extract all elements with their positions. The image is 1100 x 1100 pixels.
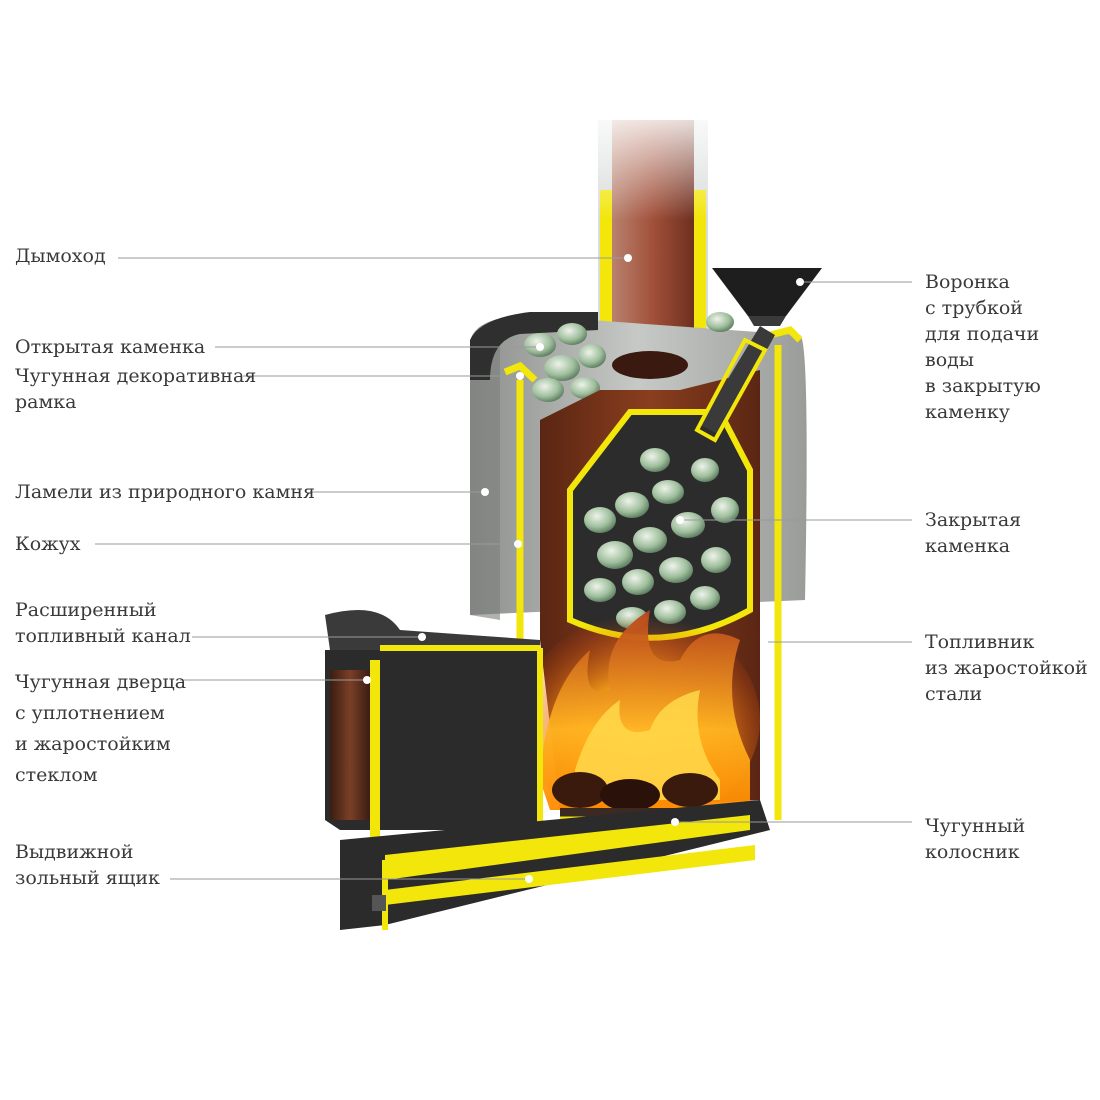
- label-line: Выдвижной: [15, 841, 134, 863]
- casing: [503, 326, 803, 820]
- fuel-channel-block: [325, 610, 543, 840]
- label-line: Открытая каменка: [15, 336, 206, 358]
- label-casing: Кожух: [15, 531, 81, 557]
- label-line: Кожух: [15, 533, 81, 555]
- label-firebox: Топливник из жаростойкой стали: [925, 629, 1088, 707]
- label-line: Чугунная дверца: [15, 671, 187, 693]
- fire: [520, 610, 760, 825]
- label-funnel: Воронка с трубкой для подачи воды в закр…: [925, 269, 1041, 425]
- label-line: и жаростойким: [15, 733, 171, 755]
- label-line: стеклом: [15, 764, 98, 786]
- label-stone-lamellas: Ламели из природного камня: [15, 479, 315, 505]
- leader-lines: [95, 254, 912, 883]
- label-line: Ламели из природного камня: [15, 481, 316, 503]
- label-line: Топливник: [925, 631, 1035, 653]
- label-line: воды: [925, 349, 974, 371]
- label-open-heater: Открытая каменка: [15, 334, 205, 360]
- chimney-pipe: [590, 100, 720, 400]
- label-line: Расширенный: [15, 599, 157, 621]
- label-line: колосник: [925, 841, 1020, 863]
- label-cast-door: Чугунная дверца с уплотнением и жаростой…: [15, 667, 186, 791]
- label-line: с трубкой: [925, 297, 1023, 319]
- label-line: Чугунный: [925, 815, 1026, 837]
- label-closed-heater: Закрытая каменка: [925, 507, 1021, 559]
- label-line: каменку: [925, 401, 1010, 423]
- label-line: в закрытую: [925, 375, 1041, 397]
- label-line: топливный канал: [15, 625, 191, 647]
- label-line: Закрытая: [925, 509, 1022, 531]
- label-line: стали: [925, 683, 983, 705]
- label-grate: Чугунный колосник: [925, 813, 1025, 865]
- label-line: с уплотнением: [15, 702, 165, 724]
- label-ash-box: Выдвижной зольный ящик: [15, 839, 160, 891]
- label-line: для подачи: [925, 323, 1040, 345]
- label-cast-frame: Чугунная декоративная рамка: [15, 363, 256, 415]
- label-line: Воронка: [925, 271, 1010, 293]
- label-line: зольный ящик: [15, 867, 160, 889]
- label-line: каменка: [925, 535, 1011, 557]
- water-funnel: [694, 268, 822, 443]
- label-line: рамка: [15, 391, 77, 413]
- label-chimney: Дымоход: [15, 243, 106, 269]
- ash-box: [340, 800, 770, 930]
- label-line: Чугунная декоративная: [15, 365, 257, 387]
- label-line: из жаростойкой: [925, 657, 1088, 679]
- label-fuel-channel: Расширенный топливный канал: [15, 597, 191, 649]
- label-line: Дымоход: [15, 245, 106, 267]
